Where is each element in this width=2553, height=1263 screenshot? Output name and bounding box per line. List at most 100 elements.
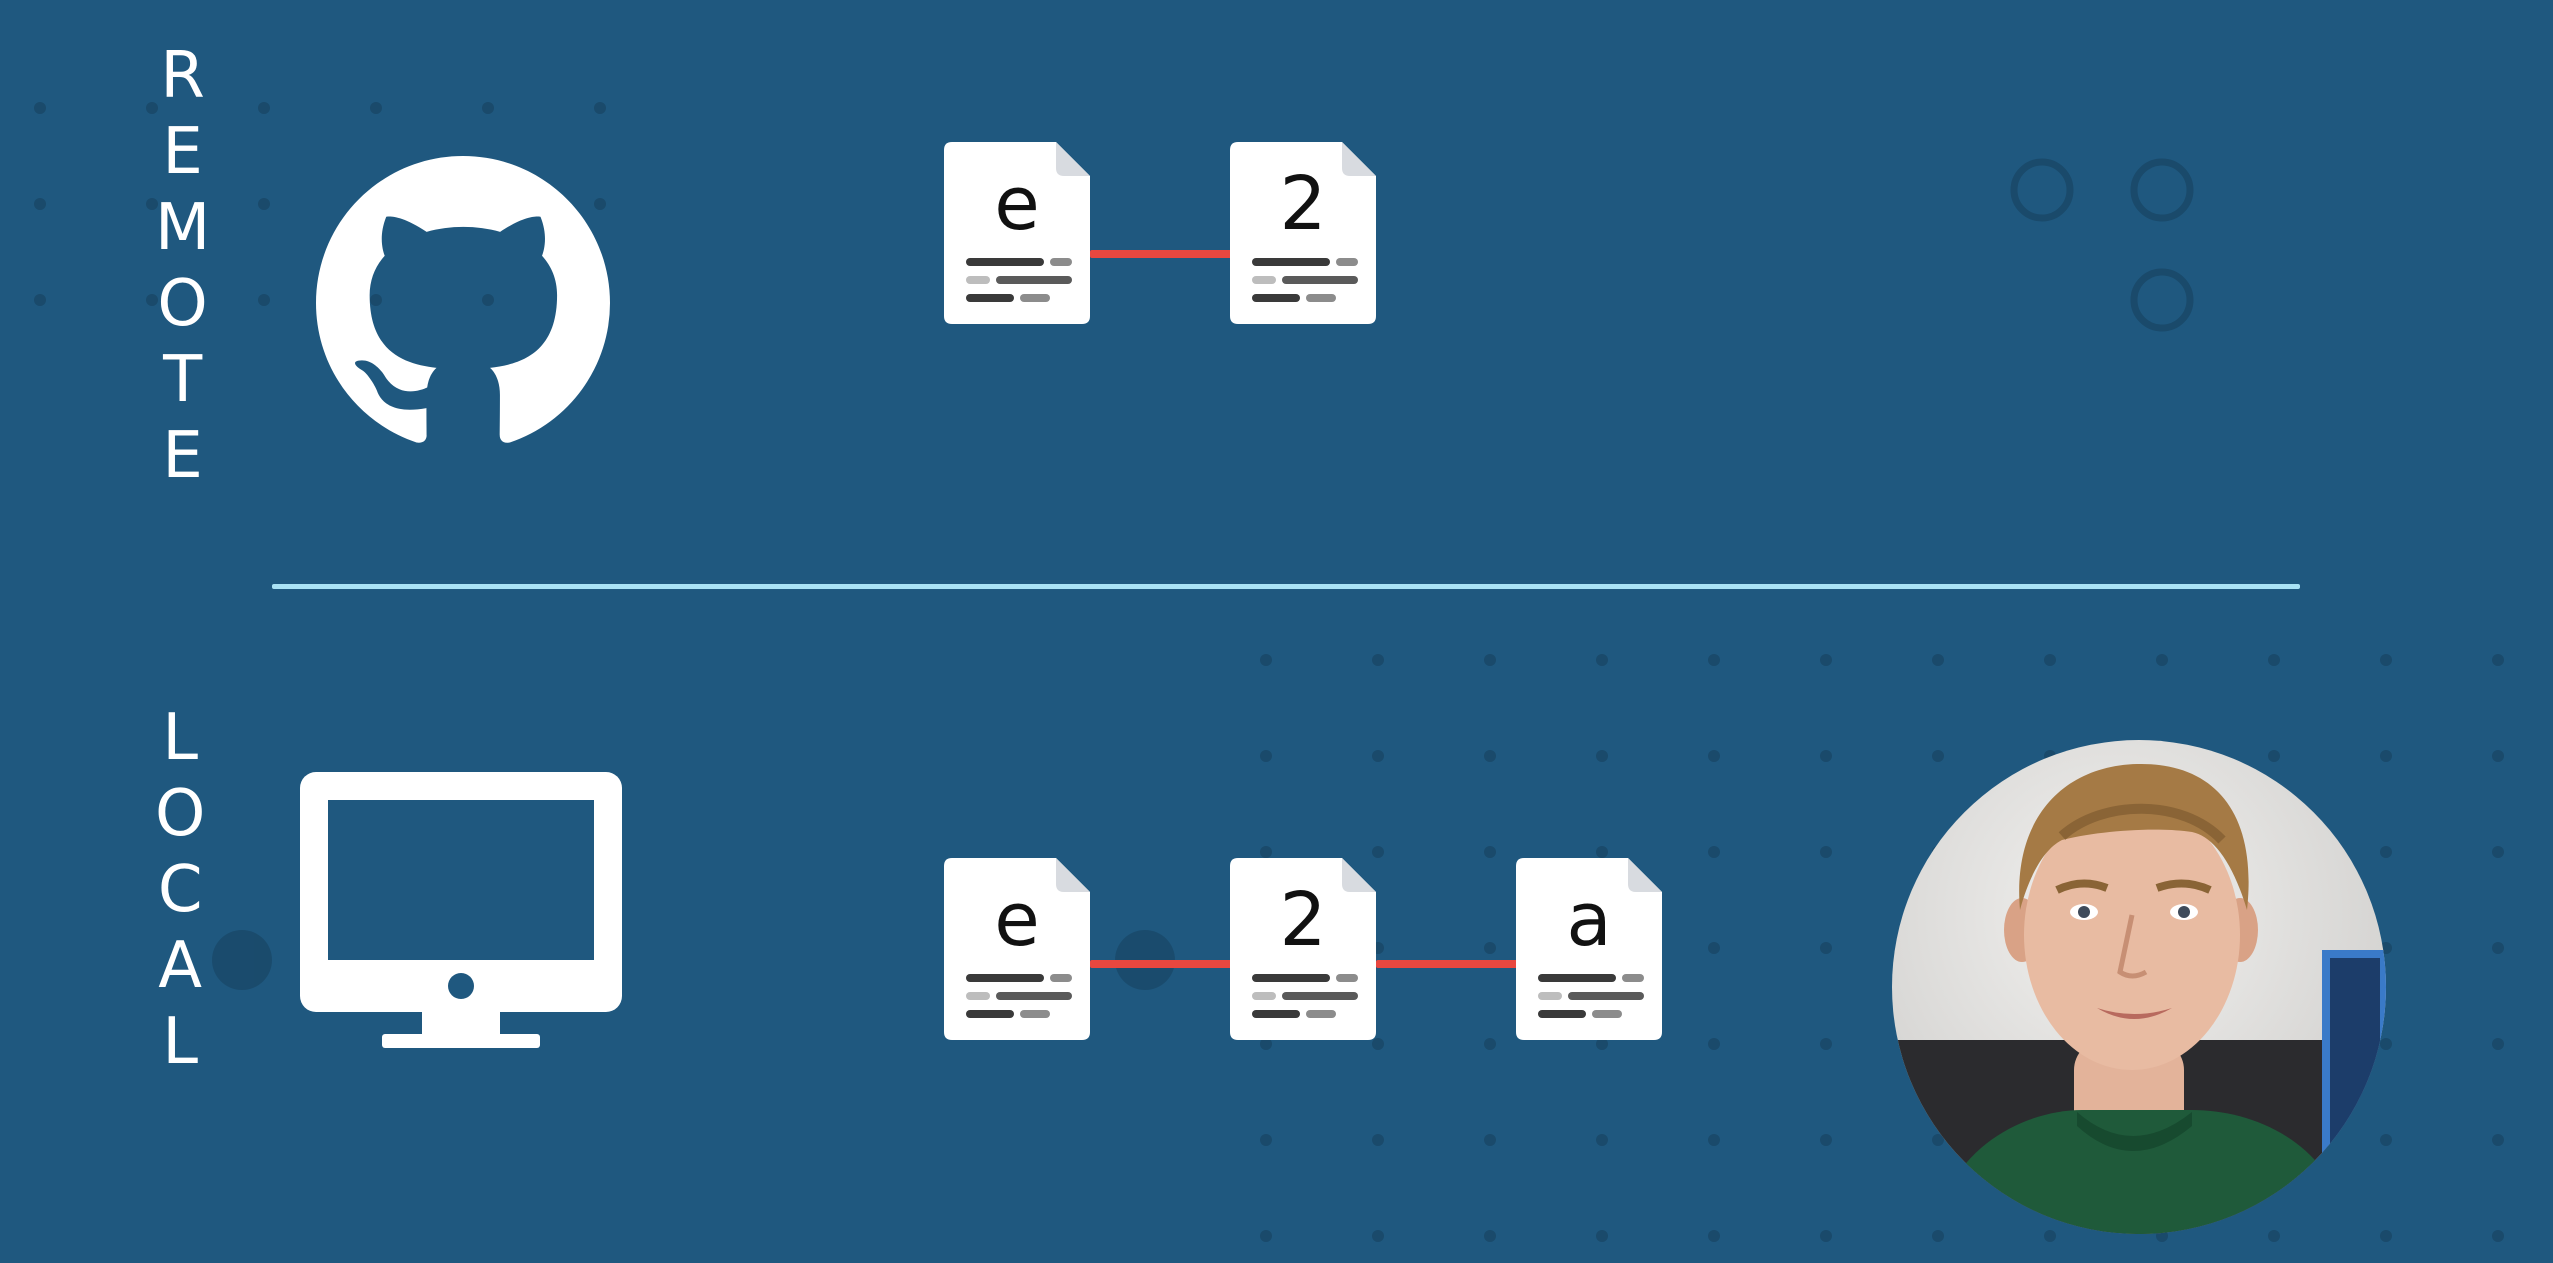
decor-circle xyxy=(2130,158,2194,222)
local-commit-link xyxy=(1376,960,1518,968)
local-commit-link xyxy=(1090,960,1232,968)
commit-id: 2 xyxy=(1279,877,1327,963)
background-dot xyxy=(2380,846,2392,858)
background-dot xyxy=(2380,1134,2392,1146)
background-dot xyxy=(2492,942,2504,954)
label-letter: T xyxy=(163,343,203,417)
background-dot xyxy=(1596,1038,1608,1050)
background-dot xyxy=(1372,1038,1384,1050)
background-dot xyxy=(34,102,46,114)
background-dot xyxy=(1820,654,1832,666)
commit-id: a xyxy=(1566,877,1612,963)
background-dot xyxy=(594,198,606,210)
background-dot xyxy=(2492,1134,2504,1146)
background-dot xyxy=(258,198,270,210)
background-dot xyxy=(34,198,46,210)
background-dot xyxy=(2380,750,2392,762)
decor-circle xyxy=(2010,158,2074,222)
remote-commit-link xyxy=(1090,250,1232,258)
background-dot xyxy=(2492,1038,2504,1050)
background-dot xyxy=(1372,846,1384,858)
background-dot xyxy=(1372,750,1384,762)
label-letter: C xyxy=(157,853,203,927)
label-letter: E xyxy=(162,115,203,189)
background-dot xyxy=(2268,1230,2280,1242)
background-dot xyxy=(2492,750,2504,762)
background-dot xyxy=(1484,1038,1496,1050)
background-dot xyxy=(1484,1134,1496,1146)
background-dot xyxy=(1596,846,1608,858)
background-dot xyxy=(1260,1038,1272,1050)
background-dot xyxy=(1596,1134,1608,1146)
label-letter: E xyxy=(162,419,203,493)
remote-local-divider xyxy=(272,584,2300,589)
decor-circle xyxy=(2130,268,2194,332)
background-dot xyxy=(1820,1038,1832,1050)
remote-commit-node: e xyxy=(944,142,1090,324)
background-dot xyxy=(2268,654,2280,666)
background-dot xyxy=(2268,750,2280,762)
label-letter: L xyxy=(162,1005,199,1079)
background-dot xyxy=(1708,1038,1720,1050)
commit-id: e xyxy=(994,877,1040,963)
background-dot xyxy=(2044,1230,2056,1242)
background-dot xyxy=(1932,1230,1944,1242)
background-dot xyxy=(2380,654,2392,666)
background-dot xyxy=(2380,1230,2392,1242)
background-dot xyxy=(2492,846,2504,858)
commit-id: 2 xyxy=(1279,161,1327,247)
background-dot xyxy=(2156,654,2168,666)
label-letter: A xyxy=(158,929,203,1003)
background-dot xyxy=(1820,1134,1832,1146)
background-dot xyxy=(1596,654,1608,666)
background-dot xyxy=(1260,846,1272,858)
background-dot xyxy=(1260,1230,1272,1242)
local-commit-node: a xyxy=(1516,858,1662,1040)
background-dot xyxy=(1932,1134,1944,1146)
background-dot xyxy=(1932,654,1944,666)
background-dot xyxy=(1820,846,1832,858)
background-dot xyxy=(1708,1230,1720,1242)
background-dot xyxy=(1708,942,1720,954)
label-letter: M xyxy=(155,191,211,265)
label-letter: O xyxy=(155,777,206,851)
background-dot xyxy=(2492,654,2504,666)
background-dot xyxy=(1820,942,1832,954)
presenter-video-thumbnail xyxy=(1892,740,2386,1234)
label-letter: L xyxy=(162,701,199,775)
background-dot xyxy=(1484,942,1496,954)
decor-circle xyxy=(212,930,272,990)
background-dot xyxy=(1708,846,1720,858)
background-dot xyxy=(1596,1230,1608,1242)
label-letter: O xyxy=(157,267,208,341)
background-dot xyxy=(1484,1230,1496,1242)
commit-id: e xyxy=(994,161,1040,247)
background-dot xyxy=(2380,1038,2392,1050)
background-dot xyxy=(594,102,606,114)
local-commit-node: e xyxy=(944,858,1090,1040)
background-dot xyxy=(34,294,46,306)
background-dot xyxy=(1484,846,1496,858)
background-dot xyxy=(1372,1134,1384,1146)
background-dot xyxy=(1372,654,1384,666)
background-dot xyxy=(258,294,270,306)
background-dot xyxy=(1708,750,1720,762)
background-dot xyxy=(1484,654,1496,666)
background-dot xyxy=(2044,654,2056,666)
background-dot xyxy=(146,294,158,306)
background-dot xyxy=(370,294,382,306)
background-dot xyxy=(146,102,158,114)
background-dot xyxy=(370,102,382,114)
background-dot xyxy=(482,294,494,306)
background-dot xyxy=(2492,1230,2504,1242)
background-dot xyxy=(258,102,270,114)
background-dot xyxy=(146,198,158,210)
background-dot xyxy=(1820,750,1832,762)
desktop-monitor-icon xyxy=(300,772,622,1048)
github-octocat-icon xyxy=(316,156,610,443)
background-dot xyxy=(1372,1230,1384,1242)
background-dot xyxy=(1260,654,1272,666)
